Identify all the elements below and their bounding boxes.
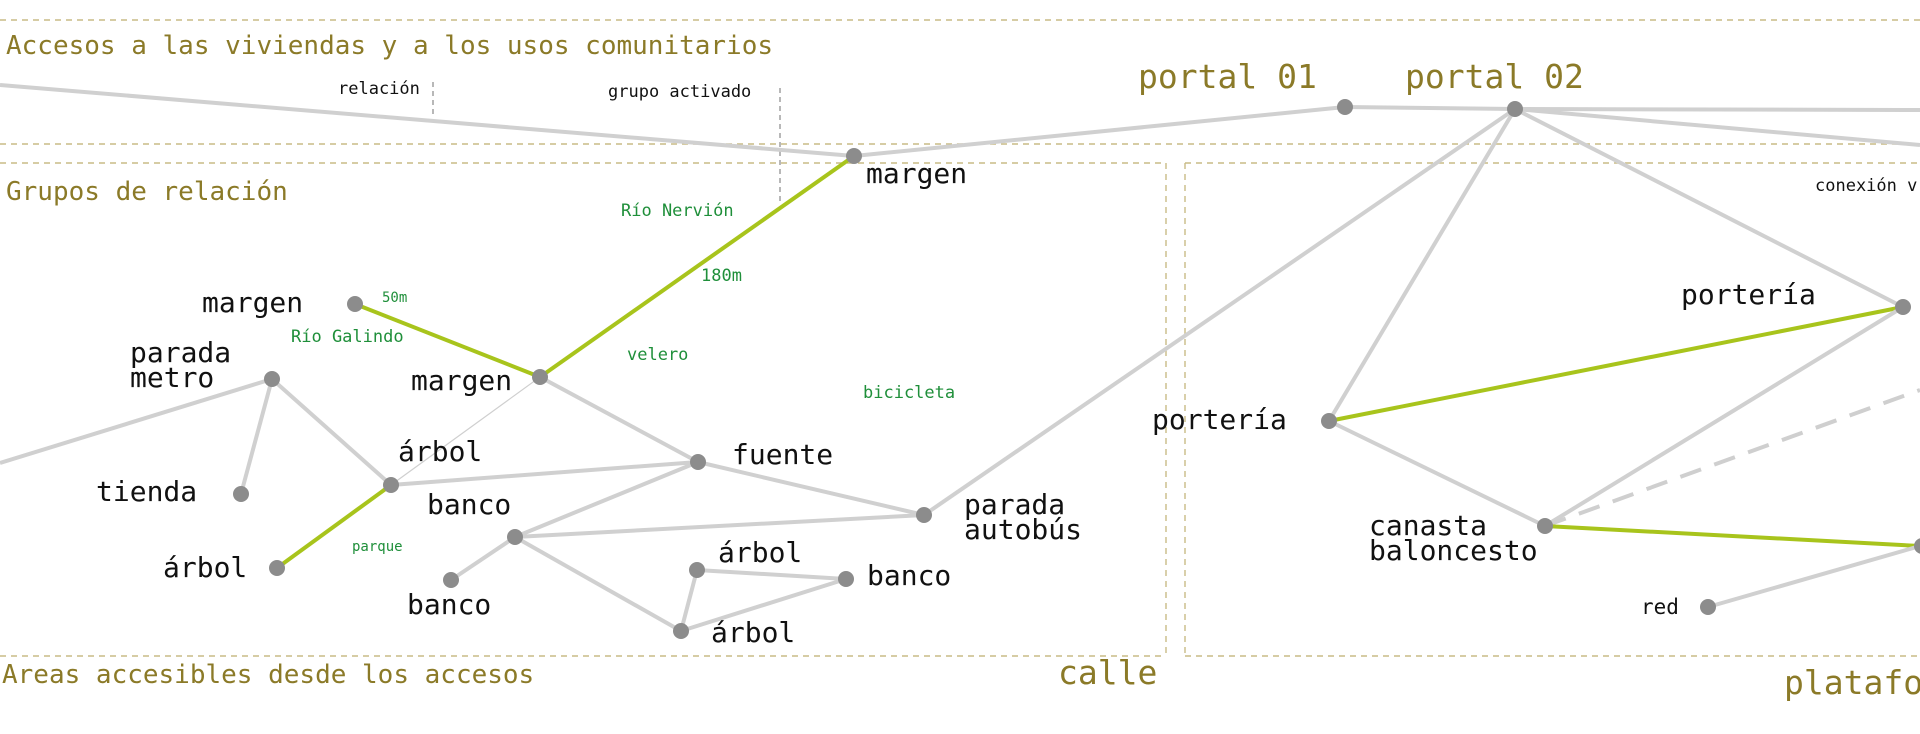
node-parada-metro — [264, 371, 280, 387]
annotation-180m: 180m — [701, 266, 742, 286]
edge-portal02-porteria-right — [1514, 107, 1904, 309]
edge-porteria-left-porteria-right — [1328, 305, 1904, 423]
edge-arbol-right-banco-right — [696, 568, 847, 581]
edge-margen-top-margen-mid — [538, 154, 856, 379]
node-margen-top — [846, 148, 862, 164]
edges — [0, 83, 1920, 633]
label-margen-mid: margen — [411, 364, 512, 397]
label-porteria-left: portería — [1152, 403, 1287, 436]
label-banco-1: banco — [427, 488, 511, 521]
edge-parada-metro-tienda — [239, 378, 274, 495]
edge-left-margen-top — [0, 83, 855, 158]
label-margen-left: margen — [202, 286, 303, 319]
edge-margen-mid-fuente — [539, 375, 699, 464]
node-banco-2 — [507, 529, 523, 545]
node-parada-autobus — [916, 507, 932, 523]
grupo-activado-label: grupo activado — [608, 82, 751, 102]
edge-porteria-left-canasta — [1328, 419, 1546, 528]
label-canasta-2: baloncesto — [1369, 534, 1538, 567]
annotation-parque: parque — [352, 539, 403, 555]
annotation-rio-galindo: Río Galindo — [291, 327, 404, 347]
node-arbol-right — [689, 562, 705, 578]
edge-parada-metro-arbol-mid — [270, 377, 393, 487]
edge-margen-left-margen-mid — [354, 302, 541, 379]
edge-portal02-parada-bus — [922, 107, 1517, 517]
label-tienda: tienda — [96, 475, 197, 508]
node-arbol-bottom — [673, 623, 689, 639]
annotation-bicicleta: bicicleta — [863, 383, 955, 403]
node-tienda — [233, 486, 249, 502]
node-arbol-left — [269, 560, 285, 576]
node-porteria-right — [1895, 299, 1911, 315]
edge-arbol-right-arbol-bottom — [679, 569, 699, 632]
node-arbol-mid — [383, 477, 399, 493]
edge-banco2-parada-bus — [514, 513, 925, 539]
nodes — [233, 99, 1920, 639]
label-red: red — [1641, 595, 1679, 619]
edge-red-right-node — [1707, 544, 1920, 609]
section-calle-label: calle — [1058, 653, 1157, 692]
label-porteria-right: portería — [1681, 278, 1816, 311]
label-margen-top: margen — [866, 157, 967, 190]
label-arbol-bottom: árbol — [711, 616, 795, 649]
node-banco-right — [838, 571, 854, 587]
label-arbol-mid: árbol — [398, 435, 482, 468]
relacion-label: relación — [338, 79, 420, 99]
label-parada-metro-1: parada — [130, 336, 231, 369]
edge-canasta-porteria-right — [1543, 305, 1905, 528]
section-frames — [0, 19, 1920, 657]
node-margen-left — [347, 296, 363, 312]
edge-portal02-porteria-left — [1327, 107, 1517, 423]
node-fuente — [690, 454, 706, 470]
annotation-rio-nervion: Río Nervión — [621, 201, 734, 221]
node-right-edge — [1914, 538, 1920, 554]
label-parada-bus-1: parada — [964, 488, 1065, 521]
node-canasta — [1537, 518, 1553, 534]
node-porteria-left — [1321, 413, 1337, 429]
edge-fuente-parada-bus — [697, 460, 925, 517]
label-parada-bus-2: autobús — [964, 513, 1082, 546]
node-margen-mid — [532, 369, 548, 385]
edge-banco1-banco2 — [449, 535, 517, 582]
section-grupos-label: Grupos de relación — [6, 177, 288, 207]
edge-portal02-right-mid — [1514, 107, 1920, 147]
annotation-velero: velero — [627, 345, 688, 365]
annotation-50m: 50m — [382, 290, 407, 306]
edge-canasta-right-node — [1544, 524, 1920, 548]
edge-arbol-mid-fuente — [390, 460, 699, 487]
edge-margen-mid-arbol-mid — [390, 376, 541, 486]
edge-arbol-left-arbol-mid — [275, 483, 393, 570]
edge-banco-right-arbol-bottom — [680, 577, 847, 633]
edge-banco2-fuente — [514, 460, 699, 539]
edge-banco2-arbol-bottom — [514, 535, 682, 633]
edge-canasta-dashed — [1544, 388, 1920, 528]
label-banco-right: banco — [867, 559, 951, 592]
label-canasta-1: canasta — [1369, 509, 1487, 542]
label-arbol-left: árbol — [163, 551, 247, 584]
section-areas-label: Areas accesibles desde los accesos — [2, 660, 534, 690]
node-portal-01 — [1337, 99, 1353, 115]
node-portal-02 — [1507, 101, 1523, 117]
node-banco-1 — [443, 572, 459, 588]
edge-left-parada-metro — [0, 377, 273, 465]
node-red — [1700, 599, 1716, 615]
conexion-label: conexión v — [1815, 176, 1917, 196]
label-fuente: fuente — [732, 438, 833, 471]
label-parada-metro-2: metro — [130, 361, 214, 394]
label-banco-2: banco — [407, 588, 491, 621]
edge-portal02-right-top — [1514, 107, 1920, 112]
section-accesos-label: Accesos a las viviendas y a los usos com… — [6, 31, 773, 61]
label-arbol-right: árbol — [718, 536, 802, 569]
edge-margen-top-portal01 — [853, 105, 1346, 158]
portal-01-label: portal 01 — [1138, 57, 1317, 96]
portal-02-label: portal 02 — [1405, 57, 1584, 96]
section-plataforma-label: platafo — [1784, 663, 1920, 702]
edge-portal01-portal02 — [1344, 105, 1516, 111]
